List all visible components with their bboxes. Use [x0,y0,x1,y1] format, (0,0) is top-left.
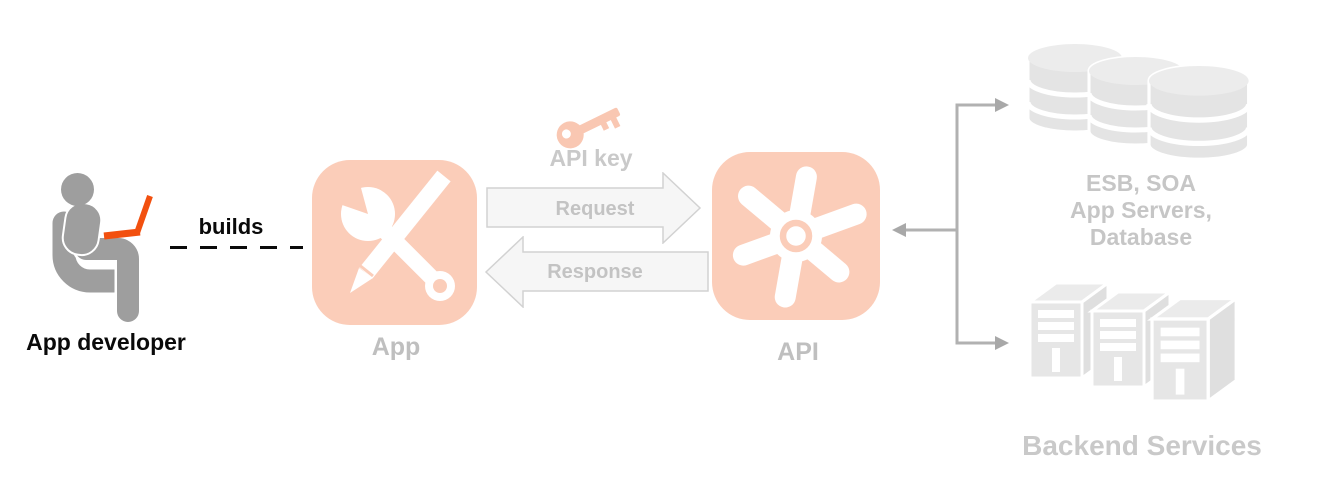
request-label: Request [555,198,635,220]
wrench-tail-hole [433,279,447,293]
branch-connector [892,98,1009,350]
backend-services-label: Backend Services [1022,430,1262,461]
wrench-head-notch [322,162,368,214]
chair-shape [52,211,126,293]
pencil-tip [350,268,373,293]
leg-shape [75,238,139,322]
cog-hub [770,210,822,262]
esb-line1: ESB, SOA [1086,170,1196,196]
branch-arrowheads [892,98,1009,350]
wrench-and-pencil-icon [322,162,455,301]
builds-dashed-connector [170,246,303,249]
pencil-body [359,170,451,279]
person-at-laptop-icon [52,173,153,325]
api-key-label: API key [549,145,633,171]
laptop-base [103,228,141,240]
api-label: API [777,338,819,366]
app-icon [312,160,477,325]
server-rack-icon [1028,281,1238,403]
esb-line2: App Servers, [1070,197,1212,223]
head-shape [61,173,94,206]
esb-line3: Database [1089,224,1193,250]
builds-label: builds [198,214,264,239]
branch-lines [906,103,995,345]
api-key-icon [556,107,621,149]
response-label: Response [547,261,643,283]
request-arrow [486,172,702,244]
response-arrow-shape [484,236,709,308]
api-icon [712,152,880,320]
cog-hub-ring [779,219,813,253]
app-developer-label: App developer [26,329,186,355]
laptop-screen [134,195,153,234]
pencil-tip-notch [357,262,374,278]
cog-icon [732,166,867,308]
response-arrow [484,236,709,308]
key-shape [556,107,621,149]
app-label: App [371,333,421,361]
database-stack-icon [1025,38,1270,168]
esb-label: ESB, SOA App Servers, Database [1035,170,1247,251]
database-cylinder [1149,66,1249,159]
server-tower [1150,296,1238,403]
request-arrow-shape [486,172,702,244]
